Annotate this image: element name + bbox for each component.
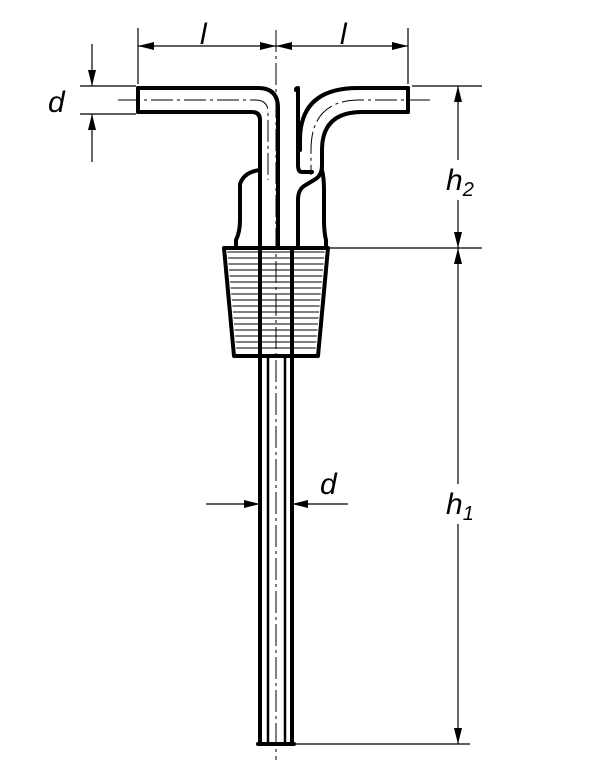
arrow-height-lower-bottom bbox=[454, 728, 462, 744]
left-arm-upper-wall bbox=[136, 86, 280, 172]
arrow-height-lower-top bbox=[454, 248, 462, 264]
dimension-stem-diameter: d bbox=[206, 468, 348, 508]
arrow-height-upper-top bbox=[454, 86, 462, 102]
label-bg-height-upper bbox=[440, 160, 484, 200]
arrow-right-length-end bbox=[392, 42, 408, 50]
arrow-arm-diameter-top bbox=[88, 70, 96, 86]
dimension-heights: h2 h1 bbox=[296, 85, 484, 745]
label-arm-diameter: d bbox=[48, 86, 66, 119]
arrow-height-upper-bottom bbox=[454, 232, 462, 248]
head-inner-joint bbox=[294, 86, 314, 174]
label-height-upper: h2 bbox=[446, 164, 474, 201]
label-bg-height-lower bbox=[440, 484, 484, 524]
label-height-lower-main: h bbox=[446, 488, 463, 521]
head-right-shoulder bbox=[320, 168, 328, 250]
arrow-arm-diameter-bottom bbox=[88, 114, 96, 130]
dimension-arm-lengths: l l bbox=[137, 18, 409, 84]
arrow-stem-diameter-right bbox=[292, 500, 308, 508]
dimension-arm-diameter: d bbox=[48, 44, 136, 162]
label-arm-length-left: l bbox=[200, 18, 208, 51]
label-stem-diameter: d bbox=[320, 468, 338, 501]
glass-body bbox=[136, 86, 410, 746]
arrow-stem-diameter-left bbox=[244, 500, 260, 508]
arrow-right-length-start bbox=[276, 42, 292, 50]
head-left-shoulder bbox=[234, 168, 262, 250]
center-lines bbox=[118, 30, 430, 760]
right-arm-center-line bbox=[310, 99, 430, 175]
arrow-left-length-end bbox=[260, 42, 276, 50]
right-arm-lower-wall bbox=[296, 110, 410, 250]
label-height-upper-main: h bbox=[446, 164, 463, 197]
label-arm-length-right: l bbox=[340, 18, 348, 51]
right-arm-upper-wall bbox=[298, 86, 410, 152]
arm-center-line bbox=[118, 99, 269, 180]
left-arm-lower-wall bbox=[136, 110, 262, 250]
label-height-lower-sub: 1 bbox=[463, 503, 474, 525]
label-height-upper-sub: 2 bbox=[462, 179, 474, 201]
label-height-lower: h1 bbox=[446, 488, 474, 525]
arrow-left-length-start bbox=[138, 42, 154, 50]
